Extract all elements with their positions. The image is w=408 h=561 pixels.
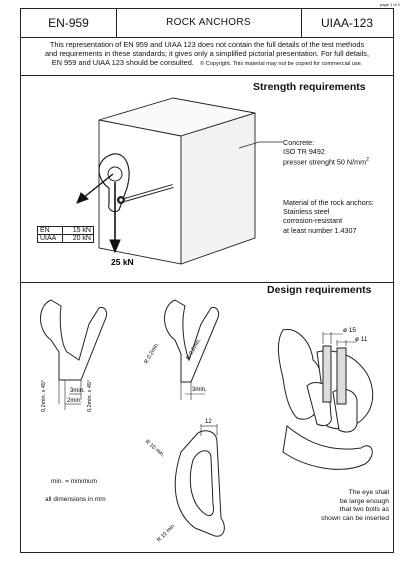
concrete-line-3-text: presser strenght 50 N/mm — [283, 157, 367, 167]
dim-radius-2a: R 0,2min. — [144, 341, 161, 365]
copyright-notice: © Copyright. This material may not be co… — [200, 61, 363, 68]
diameter-leaders — [322, 332, 357, 346]
document-title: ROCK ANCHORS — [116, 9, 302, 37]
disclaimer-line-2: and requirements in these standards; it … — [44, 49, 370, 59]
eye-note-line-2: be large enough — [339, 497, 389, 505]
hands-illustration — [277, 328, 374, 470]
eye-requirement-note: The eye shall be large enough that two b… — [321, 489, 389, 523]
disclaimer: This representation of EN 959 and UIAA 1… — [25, 40, 389, 70]
table-cell-org: EN — [38, 227, 63, 234]
dim-chamfer-right: 0,2min. x 45° — [87, 380, 93, 412]
dim-chamfer-left: 0,2min. x 45° — [41, 380, 47, 412]
eye-note-line-4: shown can be inserted — [320, 514, 389, 522]
dim-3min-1: 3min. — [70, 388, 85, 394]
table-cell-value: 20 kN — [72, 235, 91, 242]
material-line-2: Stainless steel — [283, 207, 330, 217]
bolt — [120, 184, 174, 203]
strength-heading: Strength requirements — [253, 81, 366, 93]
uiaa-number: UIAA-123 — [320, 16, 374, 30]
load-arrows — [76, 173, 121, 254]
concrete-line-3: presser strenght 50 N/mm2 — [283, 156, 369, 167]
hanger-profile-2 — [164, 299, 220, 400]
dim-radius-eye-bottom: R 10 min. — [156, 522, 177, 543]
eye-note-line-3: that two bolts as — [339, 506, 389, 514]
design-drawings: 3min. 2min. 0,2min. x 45° 0,2min. x 45° … — [40, 299, 374, 543]
concrete-line-2: ISO TR 9492 — [283, 147, 325, 157]
table-row: EN 15 kN — [38, 227, 93, 235]
design-heading: Design requirements — [267, 284, 372, 296]
load-label: 25 kN — [111, 257, 134, 267]
dim-diameter-11: ø 11 — [355, 336, 368, 343]
page-number: page 1 of 2 — [379, 2, 400, 7]
table-row: UIAA 20 kN — [38, 235, 93, 242]
material-line-3: corrosion-resistant — [283, 216, 343, 226]
disclaimer-line-3: EN 959 and UIAA 123 should be consulted.… — [25, 58, 389, 69]
concrete-unit-exponent: 2 — [366, 157, 369, 164]
material-line-4: at least number 1.4307 — [283, 225, 357, 235]
strength-table: EN 15 kN UIAA 20 kN — [37, 226, 94, 243]
disclaimer-line-1: This representation of EN 959 and UIAA 1… — [49, 40, 365, 49]
dim-12: 12 — [205, 419, 212, 425]
dim-radius-eye-top: R 10 min. — [144, 439, 166, 459]
eye-profile — [174, 424, 225, 537]
table-cell-value: 15 kN — [72, 227, 91, 234]
hanger-plate — [98, 153, 130, 213]
header-row: EN-959 ROCK ANCHORS UIAA-123 — [21, 9, 393, 38]
hanger-profile-1 — [40, 299, 108, 410]
document-sheet: EN-959 ROCK ANCHORS UIAA-123 This repres… — [20, 8, 394, 553]
concrete-line-1: Concrete: — [283, 138, 315, 147]
legend-units: all dimensions in mm — [45, 496, 106, 503]
eye-note-line-1: The eye shall — [348, 489, 389, 496]
legend-minimum: min. = minimum — [51, 478, 98, 485]
dim-diameter-15: ø 15 — [343, 327, 356, 334]
anchor-drawing: 25 kN — [76, 97, 283, 267]
table-cell-org: UIAA — [38, 235, 63, 242]
material-line-1: Material of the rock anchors: — [283, 198, 374, 207]
concrete-leader — [238, 141, 283, 149]
disclaimer-line-3-text: EN 959 and UIAA 123 should be consulted. — [51, 58, 194, 68]
dim-3min-2: 3min. — [192, 387, 207, 393]
concrete-spec: Concrete: ISO TR 9492 presser strenght 5… — [283, 138, 369, 167]
material-spec: Material of the rock anchors: Stainless … — [283, 198, 374, 235]
strength-section: Strength requirements — [21, 75, 393, 283]
standard-number: EN-959 — [21, 9, 117, 37]
dim-2min-1: 2min. — [67, 398, 82, 404]
